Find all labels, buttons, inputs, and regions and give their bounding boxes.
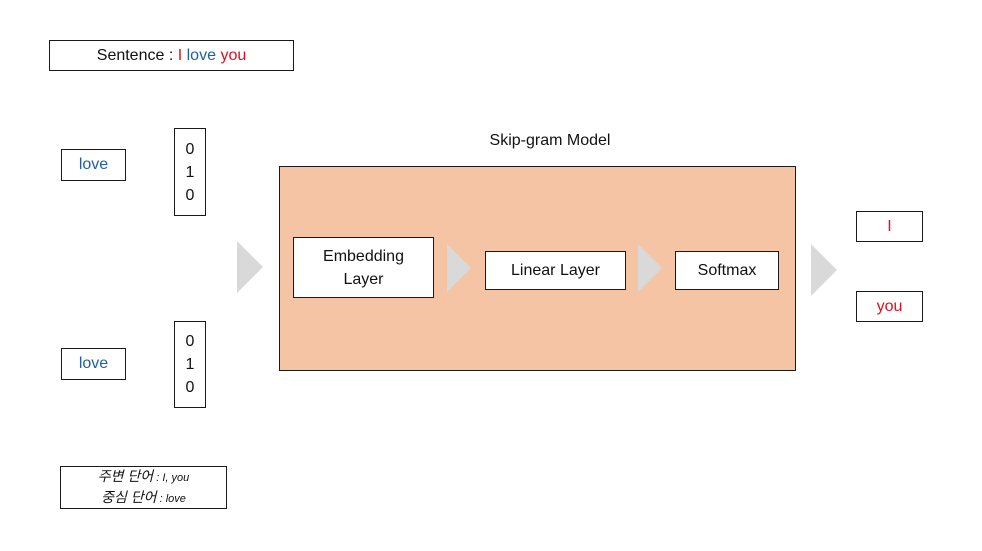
legend-line-1: 주변 단어 : I, you (98, 467, 190, 488)
sentence-box: Sentence : I love you (49, 40, 294, 71)
sentence-word-i: I (177, 46, 183, 64)
legend-context-value: : I, you (153, 471, 190, 484)
softmax-box: Softmax (675, 251, 779, 290)
sentence-word-love: love (186, 46, 216, 64)
sentence-word-you: you (220, 46, 247, 64)
vector-1-value-1: 1 (185, 163, 195, 181)
output-word-1: I (856, 211, 923, 242)
legend-center-value: : love (156, 492, 186, 505)
sentence-prefix: Sentence : (96, 46, 178, 64)
output-word-2-label: you (876, 297, 903, 315)
layer-arrow-1 (447, 244, 471, 292)
legend-line-2: 중심 단어 : love (101, 488, 186, 509)
model-title: Skip-gram Model (489, 132, 611, 149)
vector-2-value-1: 1 (185, 356, 195, 373)
embedding-layer-label: Embedding Layer (323, 247, 404, 288)
linear-layer-box: Linear Layer (485, 251, 626, 290)
embedding-layer-box: Embedding Layer (293, 237, 434, 298)
input-word-2-label: love (78, 355, 109, 372)
linear-layer-label: Linear Layer (511, 261, 600, 279)
output-word-2: you (856, 291, 923, 322)
legend-context-label: 주변 단어 (97, 467, 154, 484)
vector-1-value-2: 0 (185, 186, 195, 204)
input-word-1: love (61, 149, 126, 181)
layer-arrow-2 (638, 244, 662, 292)
output-word-1-label: I (887, 217, 892, 235)
legend-center-label: 중심 단어 (101, 488, 157, 505)
one-hot-vector-1: 0 1 0 (174, 128, 206, 216)
vector-1-value-0: 0 (185, 140, 195, 158)
legend-box: 주변 단어 : I, you 중심 단어 : love (60, 466, 227, 509)
vector-2-value-2: 0 (185, 379, 195, 396)
input-word-1-label: love (78, 156, 109, 173)
softmax-label: Softmax (697, 261, 757, 279)
vector-2-value-0: 0 (185, 333, 195, 350)
output-arrow (811, 244, 837, 296)
input-arrow (237, 241, 263, 293)
input-word-2: love (61, 348, 126, 380)
one-hot-vector-2: 0 1 0 (174, 321, 206, 408)
